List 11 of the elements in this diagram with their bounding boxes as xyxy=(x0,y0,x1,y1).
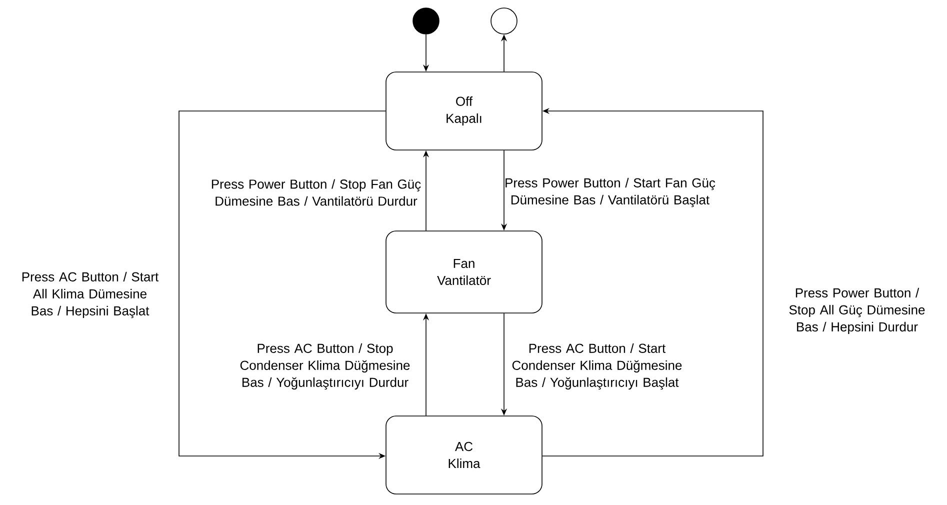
state-box: Off Kapalı xyxy=(386,72,542,150)
edge-label: Press AC Button / Stop Condenser Klima Düğmesine Bas / Yoğunlaştırıcıyı Durdur xyxy=(240,343,410,390)
edge-label: Press AC Button / Start All Klima Dümesine Bas / Hepsini Başlat xyxy=(22,272,159,318)
edge-label: Press Power Button / Stop Fan Güç Dümesine Bas / Vantilatörü Durdur xyxy=(212,179,421,206)
edge-label: Press Power Button / Start Fan Güç Dümesine Bas / Vantilatörü Başlat xyxy=(506,178,716,208)
state-box: Fan Vantilatör xyxy=(386,230,542,314)
edge-label: Press AC Button / Start Condenser Klima Düğmesine Bas / Yoğunlaştırıcıyı Başlat xyxy=(512,343,682,390)
state-box: AC Klima xyxy=(386,416,542,494)
initial-state-circle xyxy=(412,8,440,34)
final-state-circle xyxy=(490,8,518,34)
edge-label: Press Power Button / Stop All Güç Dümesine Bas / Hepsini Durdur xyxy=(789,288,925,334)
